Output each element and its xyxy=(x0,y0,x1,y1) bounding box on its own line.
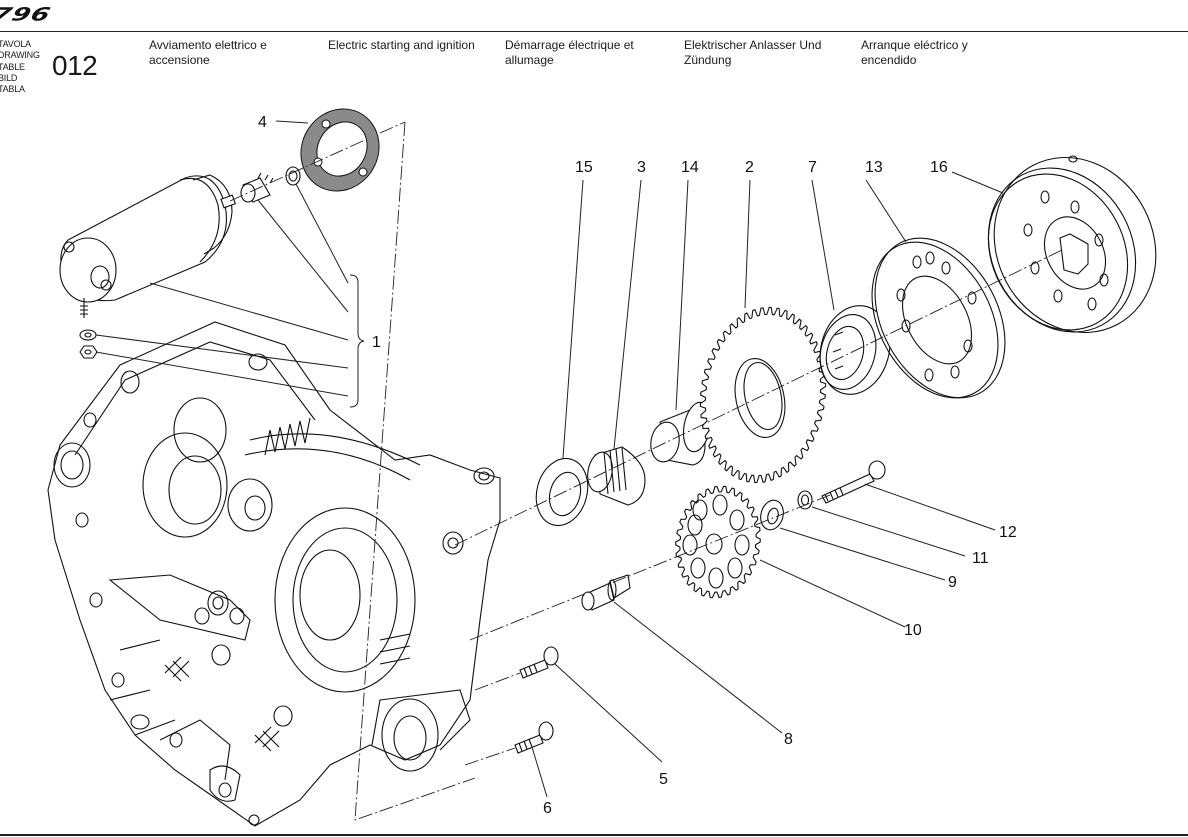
bolt-hole xyxy=(1070,200,1080,214)
lower-shaft-axis xyxy=(469,494,831,641)
main-shaft-axis xyxy=(454,249,1063,546)
gear-lightening-hole xyxy=(687,514,703,536)
table-label-it: TAVOLA xyxy=(0,39,31,49)
title-italian: Avviamento elettrico e accensione xyxy=(149,38,267,67)
gear-center-hole xyxy=(705,533,723,555)
gear-teeth xyxy=(675,485,761,599)
gear-hub-outer xyxy=(734,358,786,438)
washer-hole xyxy=(84,332,92,338)
gear-lightening-hole xyxy=(734,534,750,556)
assembly-axis-top xyxy=(379,121,406,134)
footer-divider xyxy=(0,834,1188,836)
gear-lightening-hole xyxy=(692,499,708,521)
screw5-axis xyxy=(474,672,521,691)
bolt-hole xyxy=(1099,273,1109,287)
bolt-hole xyxy=(963,339,973,353)
callout-13: 13 xyxy=(865,159,883,176)
leader-lines xyxy=(95,120,1004,798)
table-label-fr: TABLE xyxy=(0,61,25,72)
bolt-hole xyxy=(1040,190,1050,204)
bolt-part-12 xyxy=(821,460,886,504)
needle-bearing-part-3 xyxy=(587,446,646,506)
starter-washer xyxy=(79,329,97,341)
assembly-axis xyxy=(354,121,476,821)
starter-pinion xyxy=(240,172,274,203)
starter-axis xyxy=(229,139,366,202)
bolt-hole xyxy=(941,261,951,275)
crankcase xyxy=(47,321,501,827)
bolt-hole xyxy=(896,288,906,302)
hub-plate-part-13 xyxy=(871,237,1006,399)
gear-hub-inner xyxy=(743,361,783,431)
callout-2: 2 xyxy=(745,159,754,176)
bolt-hole xyxy=(1030,261,1040,275)
callout-1: 1 xyxy=(372,334,381,351)
bolt-hole xyxy=(967,291,977,305)
starter-motor xyxy=(59,174,237,318)
gasket-part-4 xyxy=(300,108,380,192)
bushing-part-14 xyxy=(650,401,712,466)
bolt-hole xyxy=(1094,233,1104,247)
gear-lightening-hole xyxy=(729,509,745,531)
table-label-en: DRAWING xyxy=(0,50,40,61)
callout-15: 15 xyxy=(575,159,593,176)
title-english: Electric starting and ignition xyxy=(328,38,475,52)
callout-9: 9 xyxy=(948,574,957,591)
callout-12: 12 xyxy=(999,524,1017,541)
table-label-list: TAVOLA DRAWING TABLE BILD TABLA xyxy=(0,39,40,95)
bolt-hole xyxy=(1087,297,1097,311)
bolt-hole xyxy=(925,251,935,265)
gear-lightening-hole xyxy=(690,557,706,579)
nut-hole xyxy=(84,349,92,355)
bolt-hole xyxy=(924,368,934,382)
callout-7: 7 xyxy=(808,159,817,176)
callout-14: 14 xyxy=(681,159,699,176)
table-label-es: TABLA xyxy=(0,84,25,95)
table-number: 012 xyxy=(52,50,98,81)
gear-lightening-hole xyxy=(727,557,743,579)
gear-lightening-hole xyxy=(682,534,698,556)
thrust-washer-part-15 xyxy=(535,457,589,527)
screw-part-5 xyxy=(519,646,559,679)
circlip-part-11 xyxy=(797,490,813,510)
header-divider xyxy=(0,31,1188,32)
bolt-hole xyxy=(950,365,960,379)
bolt-hole xyxy=(1053,289,1063,303)
intermediate-gear-part-10 xyxy=(675,485,761,599)
bolt-hole xyxy=(1023,223,1033,237)
washer-part-9 xyxy=(760,499,784,531)
bolt-hole xyxy=(901,319,911,333)
shaft-pin-part-8 xyxy=(581,574,631,611)
starter-circlip xyxy=(285,166,301,186)
screw6-axis xyxy=(464,747,516,766)
callout-5: 5 xyxy=(659,771,668,788)
gear-lightening-hole xyxy=(712,494,728,516)
callout-3: 3 xyxy=(637,159,646,176)
flywheel-part-16 xyxy=(987,155,1157,334)
title-french: Démarrage électrique et allumage xyxy=(505,38,634,67)
callout-4: 4 xyxy=(258,114,267,131)
gear-lightening-hole xyxy=(708,567,724,589)
title-spanish: Arranque eléctrico y encendido xyxy=(861,38,968,67)
callout-10: 10 xyxy=(904,622,922,639)
screw-part-6 xyxy=(514,721,554,754)
freewheel-part-7 xyxy=(819,305,891,395)
starter-nut xyxy=(79,345,98,359)
callout-8: 8 xyxy=(784,731,793,748)
title-german: Elektrischer Anlasser Und Zündung xyxy=(684,38,822,67)
bolt-hole xyxy=(912,255,922,269)
table-label-de: BILD xyxy=(0,72,18,83)
callout-16: 16 xyxy=(930,159,948,176)
callout-6: 6 xyxy=(543,800,552,817)
callout-11: 11 xyxy=(972,550,989,567)
